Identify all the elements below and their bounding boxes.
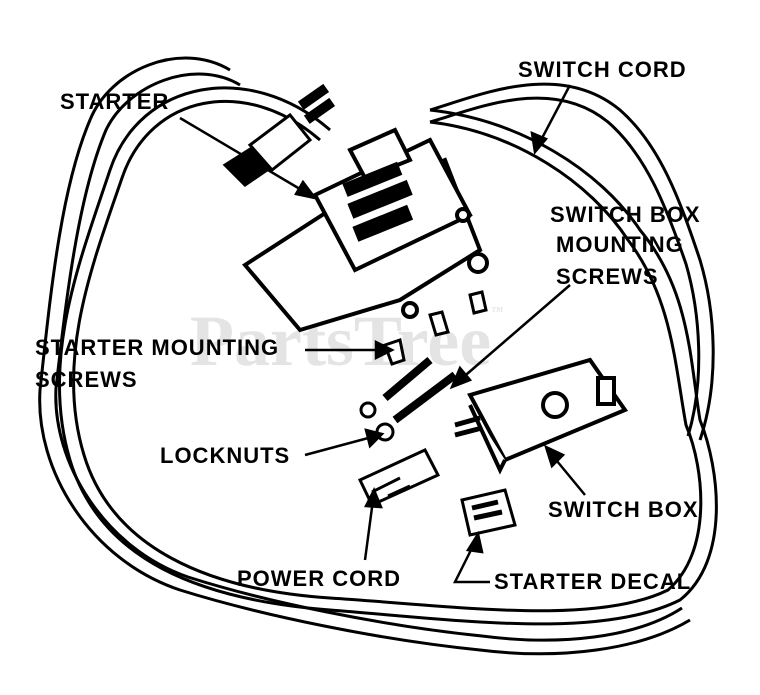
starter-decal-icon [460,488,517,537]
plug-icon [222,83,336,187]
label-switch-box: SWITCH BOX [548,497,699,522]
label-switch-box-mounting-screws-line3: SCREWS [556,264,659,289]
leader-lines [179,84,586,584]
label-starter-mounting-screws-line2: SCREWS [35,367,138,392]
label-switch-box-mounting-screws-line1: SWITCH BOX [550,202,701,227]
cord-loops [38,56,718,656]
label-starter-mounting-screws-line1: STARTER MOUNTING [35,335,280,360]
power-cord-grip-icon [357,448,441,507]
label-switch-cord: SWITCH CORD [518,57,687,82]
mounting-screws [382,290,488,424]
label-switch-box-mounting-screws-line2: MOUNTING [556,232,684,257]
starter-icon [242,127,489,333]
label-starter-decal: STARTER DECAL [494,569,692,594]
label-locknuts: LOCKNUTS [160,443,291,468]
switch-box-icon [454,357,629,475]
watermark-trademark: ™ [491,304,504,318]
label-power-cord: POWER CORD [237,566,401,591]
label-starter: STARTER [60,89,170,114]
